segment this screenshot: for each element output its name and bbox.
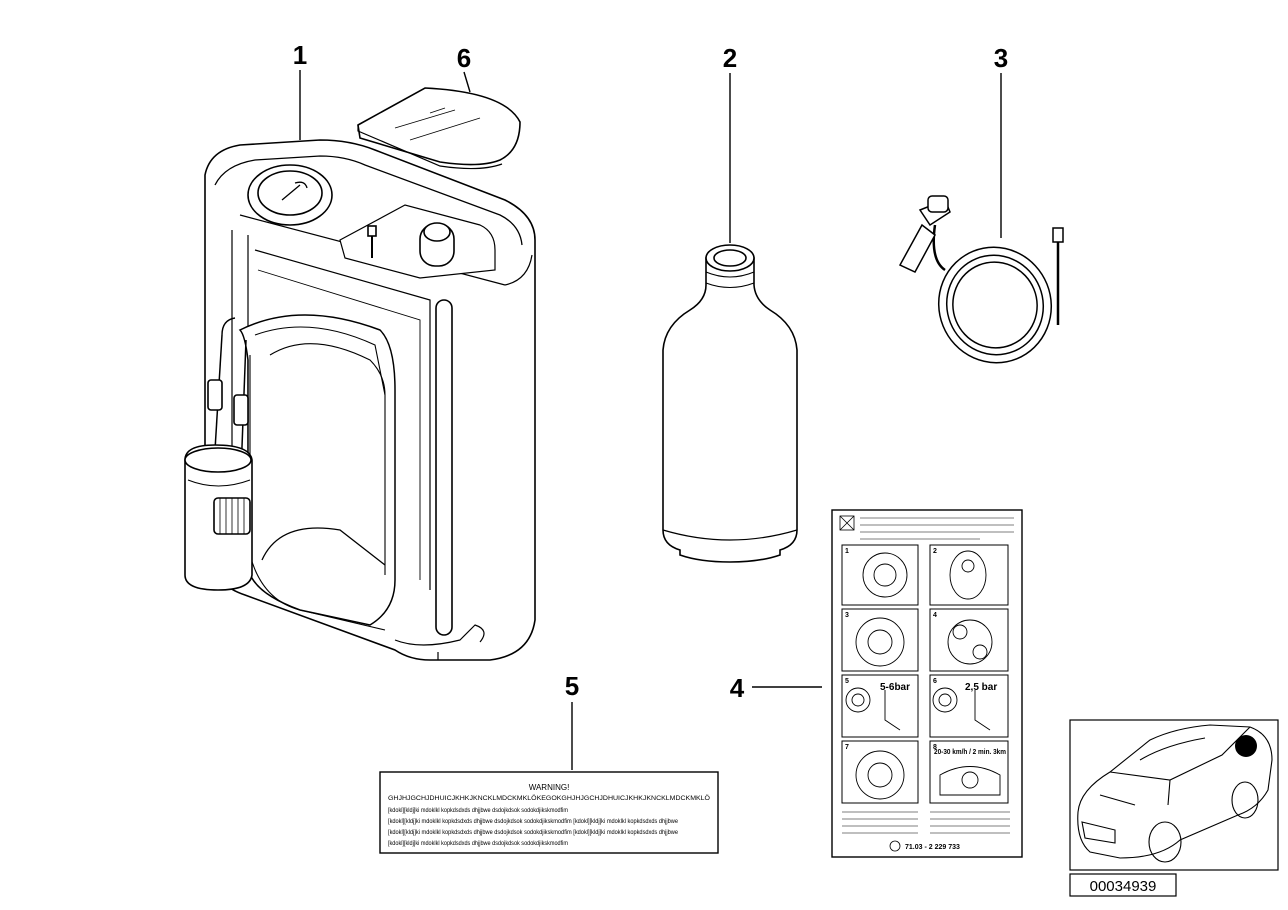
part-2-sealant-bottle xyxy=(662,244,798,563)
car-outline-icon xyxy=(1077,724,1273,863)
callout-4: 4 xyxy=(730,673,745,703)
panel-number-2: 2 xyxy=(933,548,937,555)
pressure-label-6: 2,5 bar xyxy=(965,682,997,693)
part-6-cover-lid xyxy=(357,87,521,170)
panel-3 xyxy=(841,608,919,672)
panel-number-5: 5 xyxy=(845,678,849,685)
callout-1: 1 xyxy=(293,40,307,70)
part-1-compressor-unit xyxy=(184,139,536,661)
panel-number-8: 8 xyxy=(933,744,937,751)
panel-number-3: 3 xyxy=(845,612,849,619)
reference-number: 00034939 xyxy=(1090,878,1157,895)
leader-line-6 xyxy=(463,71,471,93)
panel-number-1: 1 xyxy=(845,548,849,555)
card-part-number: 71.03 - 2 229 733 xyxy=(905,844,960,851)
instruction-panels xyxy=(841,544,1009,804)
warning-line-4: [kdokl][kldj]ki mdoklkl kopkdsdxds dhjjb… xyxy=(388,830,679,836)
speed-label: 20-30 km/h / 2 min. 3km xyxy=(934,749,1006,756)
vehicle-location-thumbnail xyxy=(1069,719,1279,871)
panel-number-4: 4 xyxy=(933,612,937,619)
pressure-label-5: 5-6bar xyxy=(880,682,910,693)
part-3-filling-hose xyxy=(898,195,1064,364)
location-marker xyxy=(1235,735,1257,757)
warning-title: WARNING! xyxy=(529,783,570,792)
warning-line-5: [kdokl][kldj]ki mdoklkl kopkdsdxds dhjjb… xyxy=(388,841,568,847)
reference-box: 00034939 xyxy=(1069,873,1177,897)
panel-number-7: 7 xyxy=(845,744,849,751)
panel-2 xyxy=(929,544,1009,606)
panel-number-6: 6 xyxy=(933,678,937,685)
panel-4 xyxy=(929,608,1009,672)
callout-group xyxy=(299,70,1002,770)
callout-5: 5 xyxy=(565,671,579,701)
panel-5 xyxy=(841,674,919,738)
callout-3: 3 xyxy=(994,43,1008,73)
callout-2: 2 xyxy=(723,43,737,73)
part-4-instruction-card: 1 2 3 4 5 6 7 8 5-6bar 2,5 bar 20-30 km/… xyxy=(831,509,1023,858)
panel-1 xyxy=(841,544,919,606)
part-5-warning-label: WARNING! GHJHJGCHJDHUICJKHKJKNCKLMDCKMKL… xyxy=(379,771,719,854)
warning-line-1: GHJHJGCHJDHUICJKHKJKNCKLMDCKMKLÖKEGOKGHJ… xyxy=(388,795,710,802)
warning-line-3: [kdokl][kldj]ki mdoklkl kopkdsdxds dhjjb… xyxy=(388,819,679,825)
callout-6: 6 xyxy=(457,43,471,73)
warning-line-2: [kdokl][kldj]ki mdoklkl kopkdsdxds dhjjb… xyxy=(388,808,568,814)
panel-7 xyxy=(841,740,919,804)
